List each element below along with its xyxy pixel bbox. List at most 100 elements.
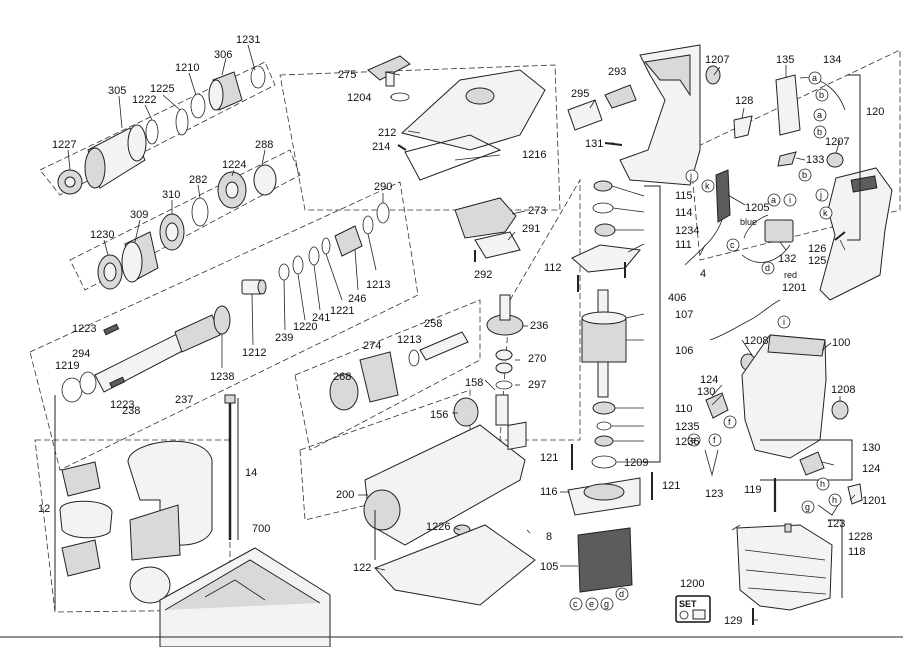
label-110: 110: [675, 403, 693, 415]
connector-g-stator: g: [600, 597, 614, 611]
svg-text:j: j: [819, 190, 822, 200]
wire-label-blue: blue: [740, 217, 757, 227]
label-293: 293: [608, 66, 626, 78]
connector-i-wire: i: [777, 315, 791, 329]
svg-text:a: a: [812, 73, 817, 83]
side-handle-assembly: [59, 394, 236, 604]
label-1212: 1212: [242, 347, 266, 359]
top-cover-assembly: [367, 55, 546, 181]
label-4: 4: [700, 268, 706, 280]
connector-b-mid: b: [813, 125, 827, 139]
connector-a-top: a: [808, 71, 822, 85]
label-1224: 1224: [222, 159, 246, 171]
label-270: 270: [528, 353, 546, 365]
connector-b-switch: b: [798, 168, 812, 182]
label-120: 120: [866, 106, 884, 118]
label-125: 125: [808, 255, 826, 267]
label-1234: 1234: [675, 225, 699, 237]
label-1213a: 1213: [366, 279, 390, 291]
connector-k-left: k: [701, 179, 715, 193]
svg-text:d: d: [765, 263, 770, 273]
label-1221: 1221: [330, 305, 354, 317]
svg-text:c: c: [573, 599, 578, 609]
label-107: 107: [675, 309, 693, 321]
connector-a-switch: a: [767, 193, 781, 207]
label-292: 292: [474, 269, 492, 281]
label-406: 406: [668, 292, 686, 304]
label-700: 700: [252, 523, 270, 535]
label-1209: 1209: [624, 457, 648, 469]
label-297: 297: [528, 379, 546, 391]
connector-j-right: j: [815, 188, 829, 202]
connector-e-wire: e: [687, 433, 701, 447]
svg-text:e: e: [691, 435, 696, 445]
label-274: 274: [363, 340, 381, 352]
label-128: 128: [735, 95, 753, 107]
label-1235: 1235: [675, 421, 699, 433]
chuck-assembly: [57, 65, 266, 195]
label-310: 310: [162, 189, 180, 201]
label-158: 158: [465, 377, 483, 389]
label-1220: 1220: [293, 321, 317, 333]
connector-k-right: k: [819, 206, 833, 220]
label-132: 132: [778, 253, 796, 265]
connector-markers: a b a b j k b a i j k c d i f e f h h g …: [569, 71, 842, 611]
label-1219: 1219: [55, 360, 79, 372]
svg-text:a: a: [817, 110, 822, 120]
label-1213b: 1213: [397, 334, 421, 346]
label-282: 282: [189, 174, 207, 186]
label-100: 100: [832, 337, 850, 349]
label-8: 8: [546, 531, 552, 543]
label-114: 114: [675, 207, 693, 219]
connector-g-wire: g: [801, 500, 815, 514]
connector-d-stator: d: [615, 587, 629, 601]
label-1207b: 1207: [825, 136, 849, 148]
label-1231: 1231: [236, 34, 260, 46]
label-305: 305: [108, 85, 126, 97]
connector-f-brush: f: [723, 415, 737, 429]
label-290: 290: [374, 181, 392, 193]
label-133: 133: [806, 154, 824, 166]
label-1216: 1216: [522, 149, 546, 161]
label-239: 239: [275, 332, 293, 344]
label-12: 12: [38, 503, 50, 515]
label-106: 106: [675, 345, 693, 357]
connector-i-switch: i: [783, 193, 797, 207]
connector-h-lower: h: [828, 493, 842, 507]
label-1204: 1204: [347, 92, 371, 104]
label-1226: 1226: [426, 521, 450, 533]
label-124b: 124: [862, 463, 880, 475]
svg-text:f: f: [713, 435, 716, 445]
label-130b: 130: [862, 442, 880, 454]
label-123a: 123: [705, 488, 723, 500]
label-1205: 1205: [745, 202, 769, 214]
motor-housing-assembly: [704, 299, 863, 625]
label-134: 134: [823, 54, 841, 66]
connector-j-left: j: [685, 169, 699, 183]
label-129: 129: [724, 615, 742, 627]
svg-text:j: j: [689, 171, 692, 181]
label-200: 200: [336, 489, 354, 501]
clutch-assembly: [97, 164, 277, 290]
label-212: 212: [378, 127, 396, 139]
label-1228: 1228: [848, 531, 872, 543]
spindle-assembly: [61, 202, 390, 403]
svg-text:a: a: [771, 195, 776, 205]
label-1230: 1230: [90, 229, 114, 241]
label-118: 118: [848, 546, 866, 558]
label-236: 236: [530, 320, 548, 332]
label-1200: 1200: [680, 578, 704, 590]
label-1222: 1222: [132, 94, 156, 106]
label-111: 111: [675, 239, 692, 251]
part-labels: 1231 306 1210 1225 1222 305 1227 288 122…: [38, 34, 886, 627]
svg-text:k: k: [705, 181, 710, 191]
label-241: 241: [312, 312, 330, 324]
label-115: 115: [675, 190, 693, 202]
svg-text:b: b: [817, 127, 822, 137]
label-1238: 1238: [210, 371, 234, 383]
label-291: 291: [522, 223, 540, 235]
label-214: 214: [372, 141, 390, 153]
label-1223b: 1223: [110, 399, 134, 411]
label-156: 156: [430, 409, 448, 421]
